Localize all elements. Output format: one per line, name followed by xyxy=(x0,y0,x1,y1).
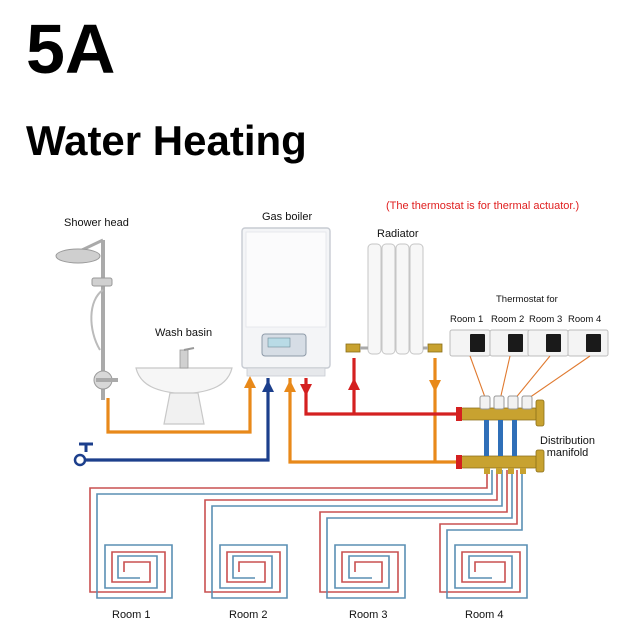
thermostat-room-4-icon xyxy=(567,329,609,357)
label-thermostat-note: (The thermostat is for thermal actuator.… xyxy=(386,200,580,212)
return-pipe xyxy=(288,378,462,464)
label-gas-boiler: Gas boiler xyxy=(262,211,313,223)
thermostat-wires xyxy=(469,355,591,401)
thermostat-label-room-1: Room 1 xyxy=(450,314,484,325)
thermostat-room-3-icon xyxy=(527,329,569,357)
floor-label-room-1: Room 1 xyxy=(112,609,151,621)
shower-head-icon xyxy=(55,238,118,400)
thermostat-label-room-2: Room 2 xyxy=(491,314,525,325)
flow-arrows xyxy=(244,376,441,396)
floor-loops xyxy=(89,470,528,599)
label-radiator: Radiator xyxy=(377,228,419,240)
hot-water-pipe-shower xyxy=(106,380,252,434)
floor-label-room-4: Room 4 xyxy=(465,609,504,621)
thermostat-room-1-icon xyxy=(449,329,491,357)
distribution-manifold-icon xyxy=(456,395,545,474)
label-distribution-manifold: Distribution manifold xyxy=(540,435,596,459)
page-subtitle: Water Heating xyxy=(26,117,307,164)
cold-water-tap-icon xyxy=(73,442,93,467)
thermostat-label-room-4: Room 4 xyxy=(568,314,602,325)
floor-loop-room-2 xyxy=(204,470,503,599)
floor-loop-room-4 xyxy=(439,470,528,599)
gas-boiler-icon xyxy=(241,227,331,377)
label-shower-head: Shower head xyxy=(64,217,129,229)
thermostats xyxy=(449,329,609,357)
floor-label-room-2: Room 2 xyxy=(229,609,268,621)
thermostat-room-2-icon xyxy=(489,329,531,357)
label-thermostat-for: Thermostat for xyxy=(496,294,558,305)
thermostat-label-room-3: Room 3 xyxy=(529,314,563,325)
page-title: 5A xyxy=(26,10,116,88)
floor-loop-room-3 xyxy=(319,470,513,599)
radiator-icon xyxy=(345,243,443,355)
wash-basin-icon xyxy=(135,347,233,425)
label-wash-basin: Wash basin xyxy=(155,327,213,339)
cold-water-pipe xyxy=(80,378,270,462)
floor-loop-room-1 xyxy=(89,470,493,599)
floor-label-room-3: Room 3 xyxy=(349,609,388,621)
